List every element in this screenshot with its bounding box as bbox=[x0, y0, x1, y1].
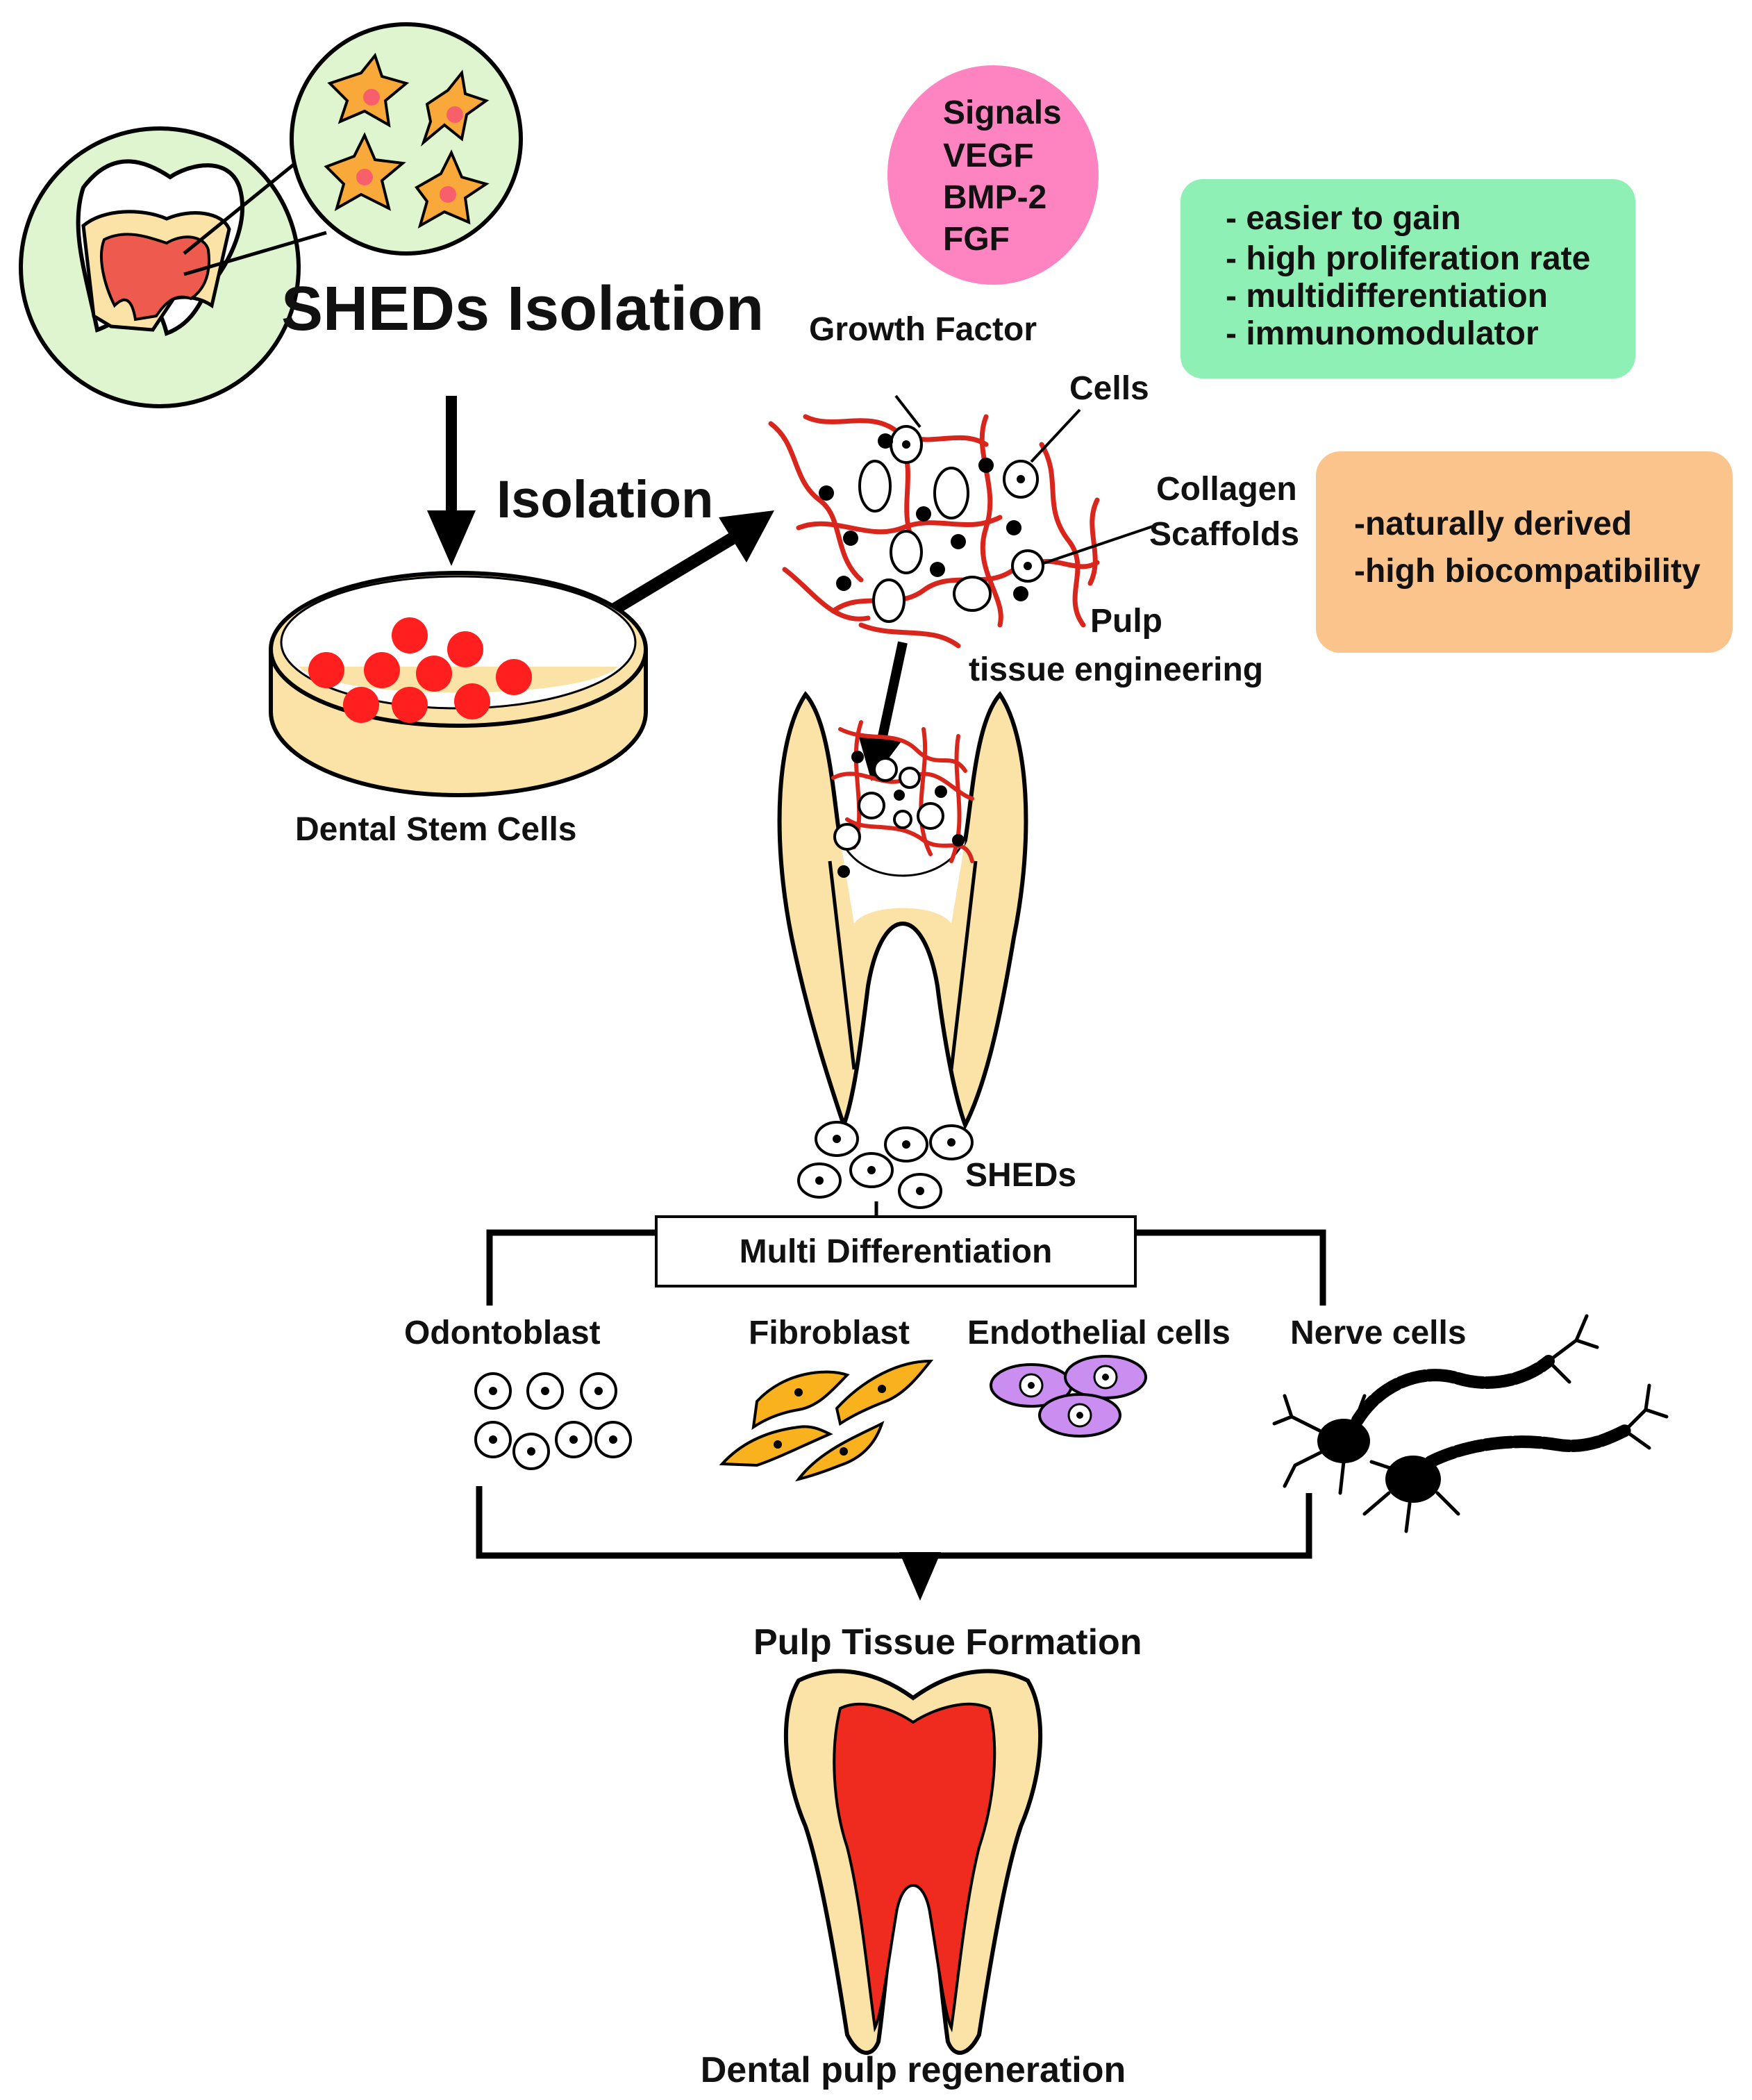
endothelial-cells-icon bbox=[990, 1355, 1147, 1438]
signals-bubble bbox=[887, 65, 1099, 285]
fibroblast-cells-icon bbox=[719, 1359, 934, 1482]
nerve-cells-icon bbox=[1272, 1314, 1669, 1533]
diagonal-arrow-icon bbox=[719, 510, 774, 562]
collagen-benefit-item: -high biocompatibility bbox=[1354, 553, 1701, 590]
signal-item-vegf: VEGF bbox=[943, 138, 1034, 174]
sheds-benefits-box bbox=[1180, 179, 1635, 378]
collagen-benefits-box bbox=[1316, 451, 1733, 653]
sheds-benefit-item: - immunomodulator bbox=[1226, 315, 1539, 352]
sheds-isolation-illustration bbox=[19, 22, 523, 408]
bracket-right bbox=[1135, 1229, 1326, 1306]
connector-line bbox=[183, 231, 327, 276]
sheds-label: SHEDs bbox=[965, 1157, 1076, 1194]
multi-differentiation-box bbox=[655, 1215, 1137, 1288]
sheds-benefit-item: - easier to gain bbox=[1226, 200, 1461, 237]
down-arrow-icon bbox=[427, 510, 476, 566]
down-arrow-icon bbox=[899, 1552, 941, 1601]
cells-magnifier-circle bbox=[290, 22, 523, 256]
signals-title: Signals bbox=[943, 94, 1062, 131]
cell-type-fibroblast: Fibroblast bbox=[749, 1315, 910, 1351]
bracket-left bbox=[486, 1229, 656, 1306]
bracket-bottom bbox=[476, 1486, 1312, 1559]
cell-type-endothelial: Endothelial cells bbox=[967, 1315, 1230, 1351]
cell-type-odontoblast: Odontoblast bbox=[404, 1315, 601, 1351]
dental-stem-cells-label: Dental Stem Cells bbox=[295, 811, 576, 848]
isolation-label: Isolation bbox=[497, 470, 713, 529]
down-arrow-icon bbox=[858, 733, 903, 781]
regenerated-tooth-icon bbox=[783, 1669, 1043, 2055]
collagen-benefit-item: -naturally derived bbox=[1354, 506, 1632, 542]
diagonal-arrow-shaft bbox=[608, 533, 736, 617]
petri-dish-icon bbox=[269, 571, 648, 797]
pulp-label: Pulp bbox=[1090, 603, 1162, 640]
sheds-benefit-item: - high proliferation rate bbox=[1226, 240, 1590, 277]
pulp-tissue-formation-label: Pulp Tissue Formation bbox=[753, 1622, 1142, 1662]
signal-item-fgf: FGF bbox=[943, 221, 1010, 258]
open-tooth-icon bbox=[777, 691, 1028, 1131]
tissue-engineering-label: tissue engineering bbox=[969, 651, 1263, 688]
collagen-label: Collagen bbox=[1156, 471, 1297, 508]
sheds-cells bbox=[797, 1121, 974, 1209]
tooth-pulp-icon bbox=[99, 233, 210, 322]
dental-pulp-regeneration-label: Dental pulp regeneration bbox=[701, 2050, 1126, 2090]
odontoblast-cells-icon bbox=[474, 1372, 632, 1470]
scaffolds-label: Scaffolds bbox=[1149, 516, 1299, 553]
growth-factor-label: Growth Factor bbox=[809, 311, 1037, 348]
multi-differentiation-label: Multi Differentiation bbox=[740, 1233, 1053, 1270]
cell-type-nerve: Nerve cells bbox=[1290, 1315, 1467, 1351]
sheds-benefit-item: - multidifferentiation bbox=[1226, 278, 1548, 315]
cells-label: Cells bbox=[1069, 370, 1149, 407]
collagen-scaffold-cluster bbox=[768, 394, 1153, 649]
connector-line bbox=[183, 148, 314, 255]
sheds-isolation-title: SHEDs Isolation bbox=[281, 274, 764, 344]
signal-item-bmp2: BMP-2 bbox=[943, 179, 1046, 216]
down-arrow-shaft bbox=[877, 641, 908, 741]
